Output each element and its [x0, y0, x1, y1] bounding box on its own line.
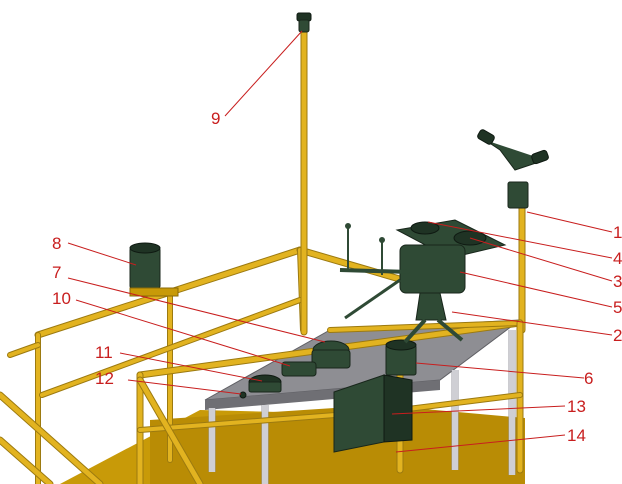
cylinder-sensor [385, 339, 417, 376]
leader-12 [127, 379, 242, 395]
leader-7 [67, 277, 326, 343]
leader-4 [427, 221, 613, 259]
callout-8: 8 [52, 234, 61, 253]
solar-tracker [339, 219, 507, 344]
callout-3: 3 [613, 272, 622, 291]
callout-14: 14 [567, 426, 586, 445]
leader-9 [224, 30, 303, 117]
leader-1 [526, 211, 613, 233]
leader-10 [75, 299, 291, 367]
callout-5: 5 [613, 298, 622, 317]
leader-11 [119, 352, 263, 382]
leader-6 [415, 362, 585, 379]
leader-lines [67, 30, 613, 453]
callout-10: 10 [52, 289, 71, 308]
leader-13 [391, 405, 566, 415]
table-instruments [239, 340, 351, 399]
callout-1: 1 [613, 223, 622, 242]
leader-3 [469, 237, 613, 282]
rain-gauge-left [129, 242, 179, 297]
leader-2 [451, 311, 613, 336]
callout-7: 7 [52, 263, 61, 282]
leader-8 [67, 242, 137, 266]
right-mast [477, 129, 549, 334]
cabinet [333, 374, 413, 453]
callout-6: 6 [584, 369, 593, 388]
leader-14 [395, 434, 566, 453]
callout-labels: 1 2 3 4 5 6 7 8 9 10 11 12 13 14 [52, 109, 622, 445]
callout-11: 11 [95, 343, 113, 362]
leader-5 [459, 271, 613, 308]
callout-2: 2 [613, 326, 622, 345]
callout-9: 9 [211, 109, 220, 128]
mast [296, 12, 312, 336]
callout-4: 4 [613, 249, 622, 268]
callout-12: 12 [95, 369, 114, 388]
callout-13: 13 [567, 397, 586, 416]
